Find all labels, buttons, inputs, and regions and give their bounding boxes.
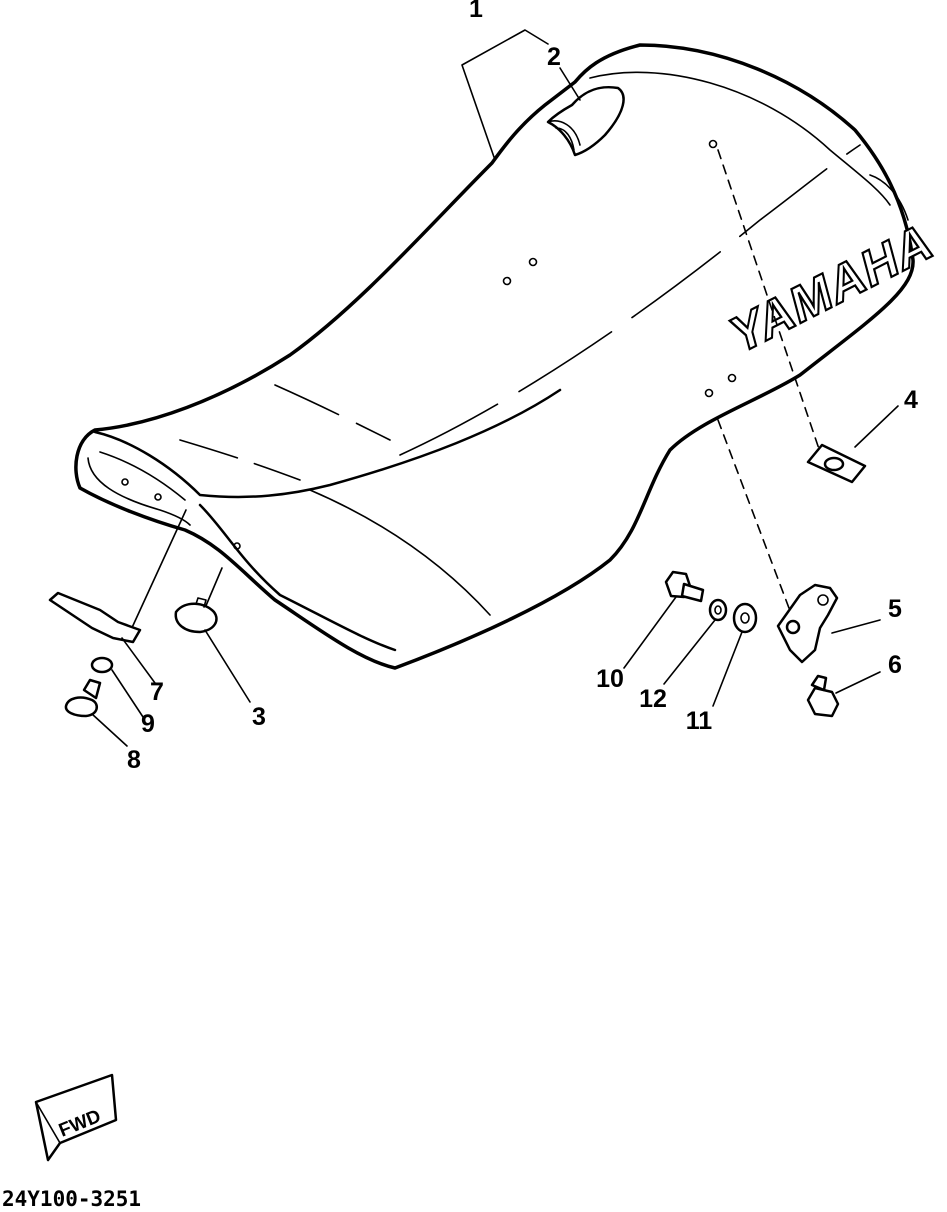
seat-tail-inner (87, 457, 191, 526)
seat-assembly: YAMAHA (74, 43, 939, 670)
forward-label: FWD (56, 1106, 104, 1142)
callout-11: 11 (686, 707, 713, 735)
part-5-bracket (776, 583, 839, 664)
seat-stitch-line-front (179, 439, 301, 481)
seat-side-seam (309, 489, 491, 616)
seat-tail-rim (93, 388, 562, 499)
diagram-code: 24Y100-3251 (2, 1187, 141, 1211)
callout-labels: 1 2 4 5 6 10 12 11 3 7 9 8 (127, 0, 918, 774)
part-4-clip-nut (806, 443, 867, 484)
part-7-plate (48, 591, 142, 644)
seat-outline (74, 43, 915, 670)
seat-mount-holes (121, 139, 737, 550)
part-6-bolt (806, 674, 840, 718)
seat-stitch-line-long (399, 144, 861, 456)
callout-5: 5 (888, 595, 902, 623)
callout-3: 3 (252, 703, 266, 731)
callout-8: 8 (127, 746, 141, 774)
part-8-bolt (64, 678, 102, 718)
seat-stitch-line-mid (274, 384, 391, 441)
part-12-spring-washer (708, 598, 728, 622)
callout-12: 12 (639, 685, 667, 713)
seat-rear-edge (869, 174, 909, 221)
seat-brand-logo: YAMAHA (726, 210, 938, 366)
callout-7: 7 (150, 678, 164, 706)
part-11-washer (732, 602, 758, 634)
part-10-bolt (664, 570, 705, 603)
callout-9: 9 (141, 710, 155, 738)
callout-2: 2 (547, 43, 561, 71)
callout-6: 6 (888, 651, 902, 679)
callout-1: 1 (469, 0, 483, 23)
seat-strap (546, 86, 625, 157)
seat-side-fold (198, 503, 397, 652)
seat-cover-top-seam (589, 71, 891, 206)
callout-10: 10 (596, 665, 624, 693)
callout-leaders (91, 29, 899, 747)
assembly-lines (129, 149, 821, 633)
callout-4: 4 (904, 386, 918, 414)
forward-arrow-icon: FWD (34, 1073, 118, 1162)
part-3-damper (174, 597, 218, 634)
part-9-nut (90, 656, 114, 674)
seat-tail-inner-2 (99, 451, 186, 501)
